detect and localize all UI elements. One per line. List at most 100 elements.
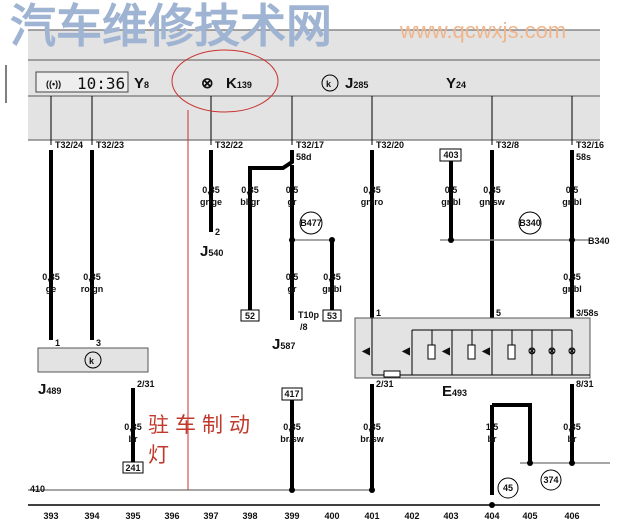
svg-text:◀: ◀: [481, 346, 490, 357]
ground-410-label: 410: [30, 484, 45, 494]
svg-text:393: 393: [43, 511, 58, 521]
svg-text:403: 403: [443, 150, 458, 160]
svg-text:br: br: [488, 434, 497, 444]
svg-text:2: 2: [215, 227, 220, 237]
lamp-icon: ⊗: [201, 75, 214, 92]
svg-text:gn/sw: gn/sw: [479, 197, 506, 207]
circle-374: [540, 469, 562, 491]
svg-text:0,35: 0,35: [363, 185, 381, 195]
svg-text:br/sw: br/sw: [280, 434, 305, 444]
svg-text:0,35: 0,35: [83, 272, 101, 282]
svg-text:gn/ro: gn/ro: [361, 197, 384, 207]
svg-text:417: 417: [284, 389, 299, 399]
svg-text:0,35: 0,35: [202, 185, 220, 195]
svg-text:404: 404: [484, 511, 499, 521]
component-j587: J587: [272, 336, 295, 353]
svg-text:◀: ◀: [401, 346, 410, 357]
svg-text:gr/bl: gr/bl: [562, 284, 582, 294]
svg-text:53: 53: [327, 311, 337, 321]
svg-text:45: 45: [503, 483, 513, 493]
ref-box-403: [439, 148, 462, 162]
svg-text:241: 241: [125, 463, 140, 473]
circle-b477: [299, 211, 323, 235]
svg-text:/8: /8: [300, 322, 308, 332]
svg-text:T32/17: T32/17: [296, 140, 324, 150]
svg-text:T32/8: T32/8: [496, 140, 519, 150]
clock-display: ((•)) 10:36: [35, 71, 129, 93]
svg-text:1: 1: [376, 308, 381, 318]
annotation-text-2: 灯: [148, 443, 175, 467]
svg-text:0,35: 0,35: [42, 272, 60, 282]
svg-text:0,5: 0,5: [566, 185, 579, 195]
svg-text:ro/gn: ro/gn: [81, 284, 104, 294]
svg-text:T32/22: T32/22: [215, 140, 243, 150]
connector-pins: T32/24 T32/23 T32/22 T32/17 58d T32/20 T…: [55, 140, 604, 162]
svg-text:k: k: [89, 356, 95, 366]
component-y24: Y24: [446, 75, 466, 92]
svg-text:394: 394: [84, 511, 99, 521]
svg-text:⊗: ⊗: [548, 346, 556, 357]
svg-text:10:36: 10:36: [77, 74, 125, 93]
svg-text:1,5: 1,5: [486, 422, 499, 432]
svg-text:T32/16: T32/16: [576, 140, 604, 150]
svg-text:B477: B477: [300, 218, 322, 228]
svg-text:8/31: 8/31: [576, 379, 594, 389]
svg-text:0,35: 0,35: [124, 422, 142, 432]
svg-text:br: br: [568, 434, 577, 444]
ref-box-241: [122, 461, 144, 474]
antenna-icon: ((•)): [46, 79, 61, 89]
svg-text:br: br: [129, 434, 138, 444]
svg-text:398: 398: [242, 511, 257, 521]
svg-text:⊗: ⊗: [528, 346, 536, 357]
svg-text:2/31: 2/31: [376, 379, 394, 389]
svg-text:52: 52: [245, 311, 255, 321]
svg-text:⊗: ⊗: [568, 346, 576, 357]
svg-text:3/58s: 3/58s: [576, 308, 599, 318]
svg-text:k: k: [326, 79, 332, 89]
svg-text:E493: E493: [442, 383, 467, 400]
ref-box-417: [281, 387, 303, 401]
svg-text:0,35: 0,35: [323, 272, 341, 282]
svg-text:T32/20: T32/20: [376, 140, 404, 150]
circle-45: [497, 477, 519, 499]
svg-text:397: 397: [203, 511, 218, 521]
svg-text:0,35: 0,35: [283, 422, 301, 432]
svg-text:396: 396: [164, 511, 179, 521]
svg-text:bl/gr: bl/gr: [240, 197, 260, 207]
svg-text:403: 403: [443, 511, 458, 521]
svg-text:B340: B340: [519, 218, 541, 228]
svg-text:0,5: 0,5: [286, 185, 299, 195]
svg-text:58s: 58s: [576, 152, 591, 162]
svg-text:T10p: T10p: [298, 310, 320, 320]
svg-text:0,35: 0,35: [483, 185, 501, 195]
svg-text:0,35: 0,35: [363, 422, 381, 432]
svg-text:0,35: 0,35: [241, 185, 259, 195]
svg-text:br/sw: br/sw: [360, 434, 385, 444]
svg-text:gr/bl: gr/bl: [562, 197, 582, 207]
svg-text:gr: gr: [288, 284, 297, 294]
watermark: 汽车维修技术网: [10, 0, 332, 52]
b340-line-label: B340: [588, 236, 610, 246]
wires: [49, 150, 574, 495]
svg-text:58d: 58d: [296, 152, 312, 162]
svg-text:0,5: 0,5: [445, 185, 458, 195]
svg-text:gr: gr: [288, 197, 297, 207]
svg-text:402: 402: [404, 511, 419, 521]
component-j285: J285: [345, 75, 368, 92]
svg-text:406: 406: [564, 511, 579, 521]
warning-icon: [321, 74, 339, 92]
svg-text:2/31: 2/31: [137, 379, 155, 389]
svg-text:0,35: 0,35: [563, 272, 581, 282]
svg-text:0,5: 0,5: [286, 272, 299, 282]
component-k139: K139: [226, 75, 252, 92]
ref-box-52: [240, 309, 260, 322]
watermark-url: www.qcwxjs.com: [399, 18, 566, 43]
component-j489-block: k 1 3 2/31 J489: [37, 338, 155, 398]
svg-text:5: 5: [496, 308, 501, 318]
svg-text:T32/24: T32/24: [55, 140, 83, 150]
warning-icon: [84, 351, 102, 369]
svg-text:399: 399: [284, 511, 299, 521]
